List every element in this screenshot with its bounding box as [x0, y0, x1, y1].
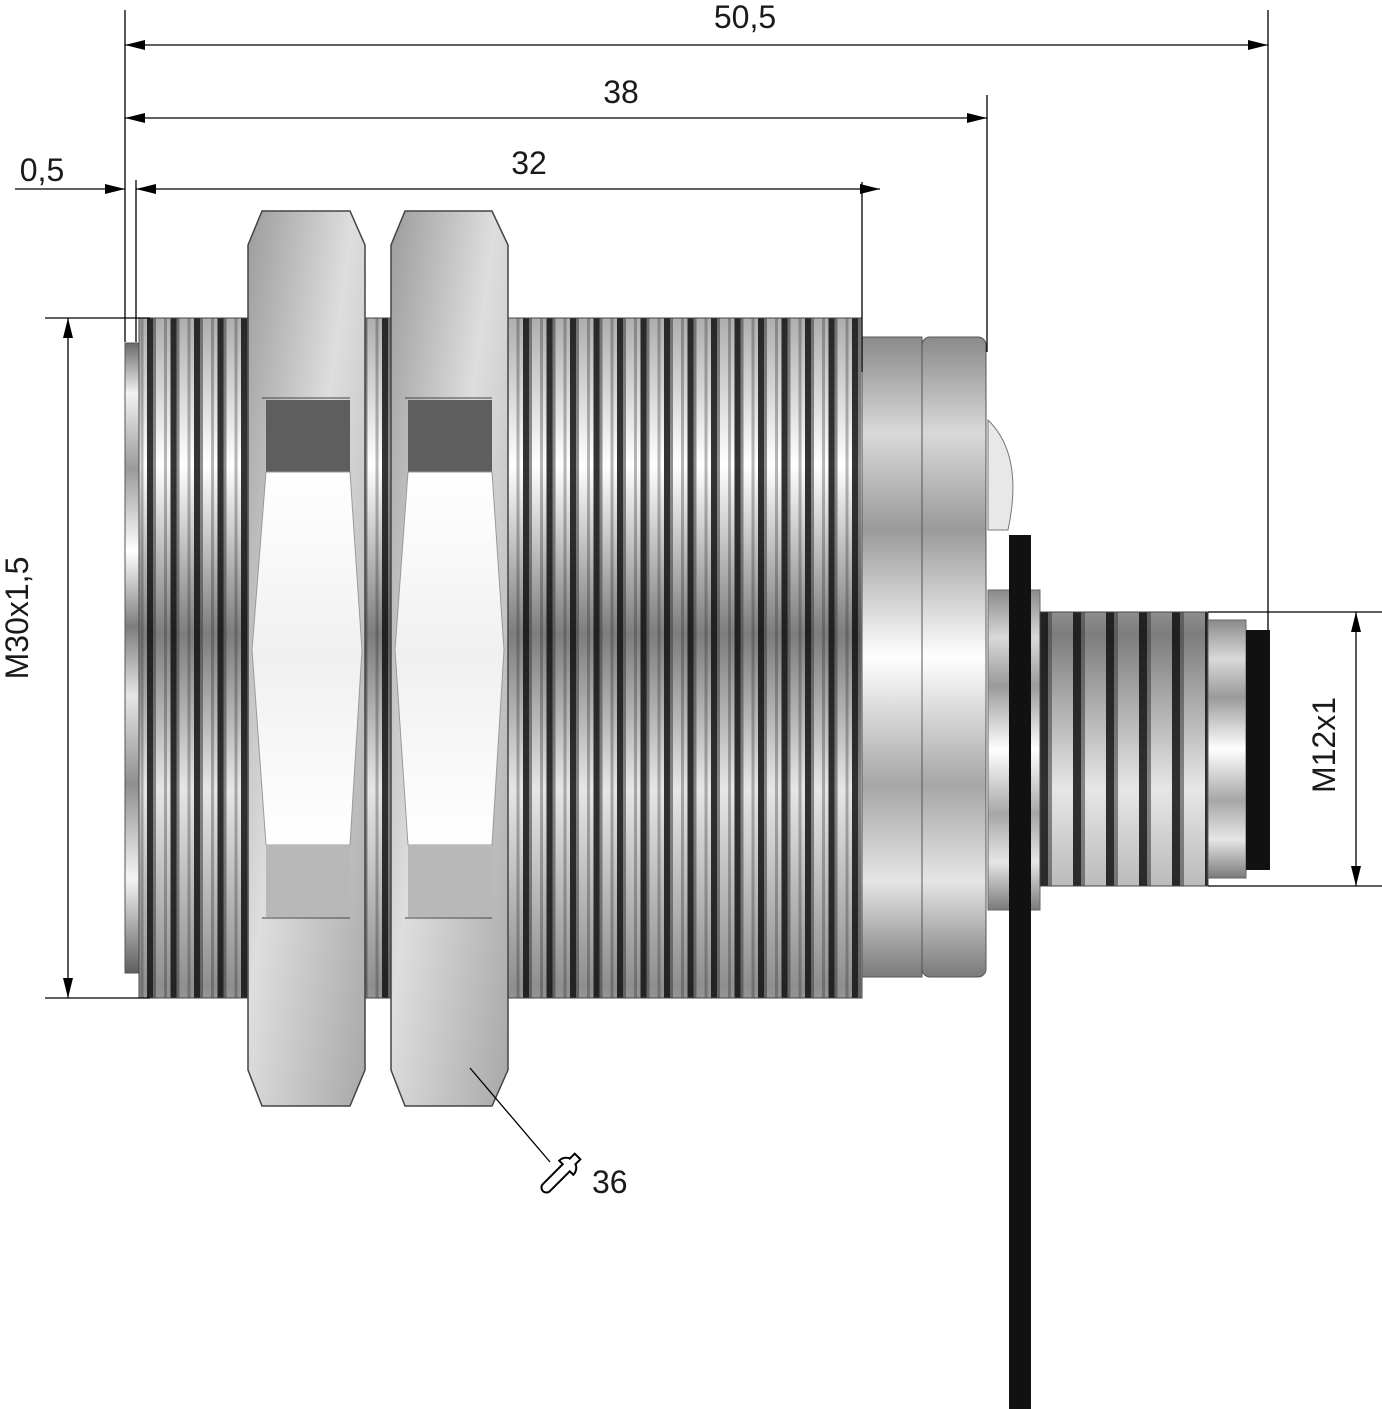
- connector-seal: [1246, 630, 1270, 870]
- dim-overall-length: 50,5: [714, 0, 776, 35]
- mounting-plate: [1009, 535, 1031, 1409]
- wrench-leader: [469, 1067, 551, 1163]
- dim-thread-length: 32: [511, 145, 547, 181]
- wrench-icon: [540, 1152, 582, 1194]
- hex-nut-right: [390, 210, 509, 1107]
- hex-nut-left: [247, 210, 366, 1107]
- wrench-size: 36: [592, 1164, 628, 1200]
- led-window: [987, 418, 1014, 531]
- rear-collar: [861, 336, 923, 978]
- rear-ring: [921, 336, 987, 978]
- dim-body-length: 38: [603, 74, 639, 110]
- front-face: [124, 342, 140, 974]
- m12-thread: [1039, 611, 1209, 887]
- dim-body-thread: M30x1,5: [0, 557, 35, 680]
- connector-collar: [1207, 619, 1247, 879]
- dim-connector-thread: M12x1: [1306, 697, 1342, 793]
- dim-front-offset: 0,5: [20, 152, 64, 188]
- dimension-lines: [15, 40, 1361, 1163]
